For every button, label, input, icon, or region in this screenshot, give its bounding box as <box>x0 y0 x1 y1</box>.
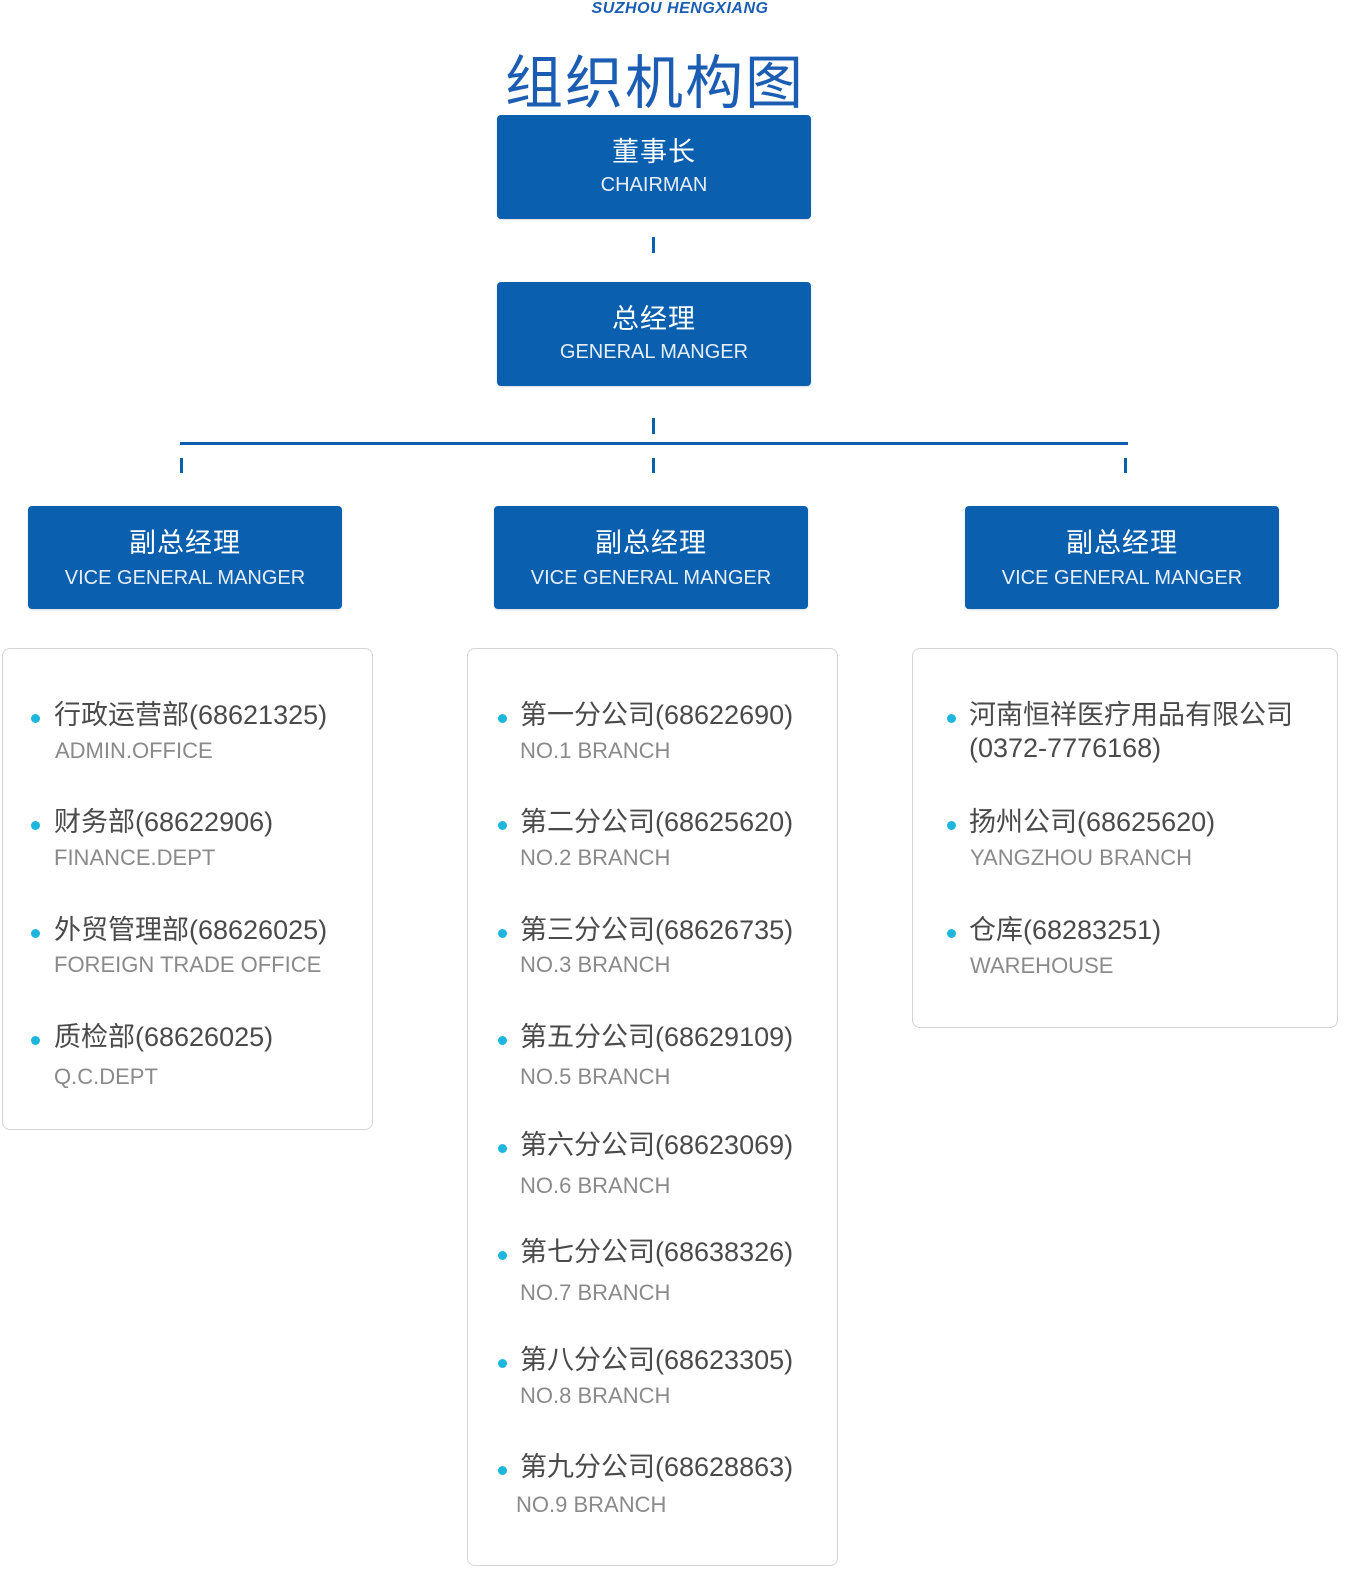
branch-name: 第三分公司(68626735) <box>520 915 794 945</box>
vice-manager-title-en: VICE GENERAL MANGER <box>530 567 772 589</box>
page-title: 组织机构图 <box>504 51 805 116</box>
department-name-en: Q.C.DEPT <box>54 1064 158 1089</box>
vice-manager-title-cn: 副总经理 <box>595 528 707 558</box>
department-card-left: 行政运营部(68621325) ADMIN.OFFICE 财务部(6862290… <box>2 648 373 1130</box>
branch-name-en: NO.2 BRANCH <box>520 845 671 870</box>
vice-manager-box-left: 副总经理 VICE GENERAL MANGER <box>28 506 342 609</box>
bullet-dot-icon <box>947 714 956 723</box>
bullet-dot-icon <box>498 929 507 938</box>
branch-name-en: NO.6 BRANCH <box>520 1173 671 1198</box>
bullet-dot-icon <box>498 714 507 723</box>
branch-name-en: NO.7 BRANCH <box>520 1280 671 1305</box>
subsidiary-name: 河南恒祥医疗用品有限公司 <box>969 700 1293 730</box>
department-name: 行政运营部(68621325) <box>54 700 328 730</box>
branch-name-en: NO.3 BRANCH <box>520 952 671 977</box>
connector-horizontal-bar <box>180 442 1128 445</box>
bullet-dot-icon <box>31 821 40 830</box>
branch-name-en: NO.9 BRANCH <box>516 1492 667 1517</box>
department-name-en: FINANCE.DEPT <box>54 845 216 870</box>
vice-manager-title-en: VICE GENERAL MANGER <box>64 567 306 589</box>
branch-name: 第九分公司(68628863) <box>520 1452 794 1482</box>
bullet-dot-icon <box>947 821 956 830</box>
branch-name-en: NO.5 BRANCH <box>520 1064 671 1089</box>
department-card-center: 第一分公司(68622690) NO.1 BRANCH 第二分公司(686256… <box>467 648 838 1566</box>
bullet-dot-icon <box>947 929 956 938</box>
bullet-dot-icon <box>498 1144 507 1153</box>
bullet-dot-icon <box>498 1359 507 1368</box>
connector-right-tick <box>1124 458 1127 473</box>
connector-left-tick <box>180 458 183 473</box>
bullet-dot-icon <box>31 929 40 938</box>
connector-chairman-gm <box>652 237 655 253</box>
connector-center-tick <box>652 458 655 473</box>
branch-name: 第八分公司(68623305) <box>520 1345 794 1375</box>
department-name: 外贸管理部(68626025) <box>54 915 328 945</box>
vice-manager-title-cn: 副总经理 <box>1066 528 1178 558</box>
branch-name: 第一分公司(68622690) <box>520 700 794 730</box>
vice-manager-box-center: 副总经理 VICE GENERAL MANGER <box>494 506 808 609</box>
chairman-title-en: CHAIRMAN <box>600 174 708 196</box>
chairman-title-cn: 董事长 <box>612 137 696 167</box>
bullet-dot-icon <box>498 1036 507 1045</box>
vice-manager-title-cn: 副总经理 <box>129 528 241 558</box>
branch-name: 扬州公司(68625620) <box>969 807 1216 837</box>
warehouse-name-en: WAREHOUSE <box>970 953 1114 978</box>
bullet-dot-icon <box>498 821 507 830</box>
brand-logo-text: SUZHOU HENGXIANG <box>591 0 769 17</box>
vice-manager-box-right: 副总经理 VICE GENERAL MANGER <box>965 506 1279 609</box>
branch-name: 第七分公司(68638326) <box>520 1237 794 1267</box>
bullet-dot-icon <box>31 1036 40 1045</box>
vice-manager-title-en: VICE GENERAL MANGER <box>1001 567 1243 589</box>
department-name: 质检部(68626025) <box>54 1022 274 1052</box>
branch-name: 第二分公司(68625620) <box>520 807 794 837</box>
general-manager-title-en: GENERAL MANGER <box>559 341 749 363</box>
branch-name-en: YANGZHOU BRANCH <box>970 845 1193 870</box>
bullet-dot-icon <box>498 1466 507 1475</box>
branch-name-en: NO.1 BRANCH <box>520 738 671 763</box>
department-card-right: 河南恒祥医疗用品有限公司 (0372-7776168) 扬州公司(6862562… <box>912 648 1338 1028</box>
connector-gm-down <box>652 418 655 434</box>
branch-name-en: NO.8 BRANCH <box>520 1383 671 1408</box>
department-name: 财务部(68622906) <box>54 807 274 837</box>
department-name-en: FOREIGN TRADE OFFICE <box>54 952 322 977</box>
chairman-box: 董事长 CHAIRMAN <box>497 115 811 219</box>
general-manager-title-cn: 总经理 <box>612 304 696 334</box>
branch-name: 第五分公司(68629109) <box>520 1022 794 1052</box>
department-name-en: ADMIN.OFFICE <box>55 738 213 763</box>
branch-name: 第六分公司(68623069) <box>520 1130 794 1160</box>
general-manager-box: 总经理 GENERAL MANGER <box>497 282 811 386</box>
subsidiary-phone: (0372-7776168) <box>969 733 1162 763</box>
warehouse-name: 仓库(68283251) <box>969 915 1162 945</box>
bullet-dot-icon <box>31 714 40 723</box>
bullet-dot-icon <box>498 1251 507 1260</box>
